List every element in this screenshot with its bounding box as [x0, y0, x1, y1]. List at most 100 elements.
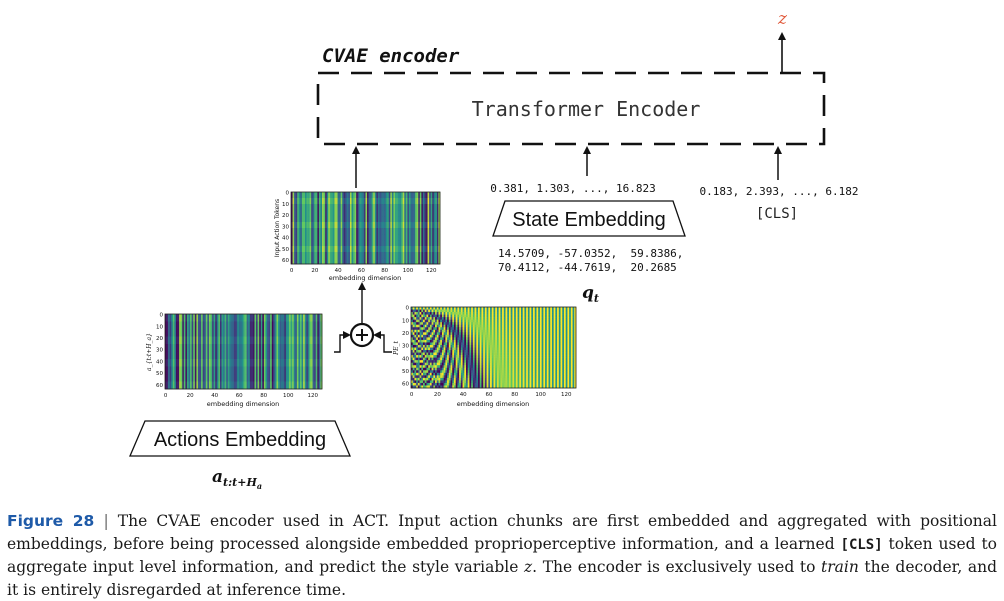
- heatmap-cell: [445, 372, 448, 376]
- heatmap-cell: [436, 312, 439, 315]
- heatmap-cell: [224, 381, 227, 390]
- heatmap-cell: [565, 337, 568, 341]
- heatmap-cell: [308, 222, 310, 229]
- heatmap-cell: [332, 222, 335, 229]
- heatmap-cell: [426, 246, 428, 253]
- heatmap-cell: [427, 216, 430, 223]
- heatmap-cell: [312, 234, 315, 241]
- heatmap-cell: [490, 362, 493, 366]
- heatmap-cell: [435, 319, 438, 323]
- heatmap-cell: [478, 337, 481, 341]
- heatmap-cell: [436, 317, 439, 320]
- heatmap-cell: [503, 357, 506, 361]
- heatmap-cell: [546, 362, 549, 366]
- heatmap-cell: [515, 375, 518, 379]
- heatmap-cell: [329, 222, 332, 229]
- heatmap-cell: [342, 192, 345, 199]
- heatmap-cell: [538, 372, 541, 376]
- heatmap-cell: [298, 344, 301, 352]
- heatmap-cell: [421, 357, 424, 361]
- heatmap-cell: [433, 246, 436, 253]
- heatmap-cell: [545, 317, 548, 320]
- heatmap-cell: [447, 339, 450, 343]
- heatmap-cell: [381, 216, 383, 223]
- heatmap-cell: [290, 344, 293, 352]
- heatmap-cell: [558, 327, 561, 331]
- heatmap-cell: [546, 307, 549, 310]
- heatmap-cell: [407, 216, 410, 223]
- heatmap-cell: [440, 337, 443, 341]
- heatmap-cell: [270, 366, 273, 375]
- heatmap-cell: [443, 352, 446, 356]
- heatmap-cell: [517, 317, 520, 320]
- heatmap-cell: [293, 314, 296, 322]
- heatmap-cell: [548, 327, 551, 331]
- heatmap-cell: [315, 198, 318, 205]
- heatmap-cell: [394, 258, 397, 265]
- heatmap-cell: [271, 381, 274, 390]
- heatmap-cell: [498, 342, 501, 346]
- heatmap-cell: [340, 246, 343, 253]
- heatmap-cell: [466, 322, 469, 326]
- heatmap-cell: [462, 365, 465, 369]
- heatmap-cell: [560, 312, 563, 315]
- heatmap-cell: [438, 198, 441, 205]
- heatmap-cell: [379, 222, 382, 229]
- heatmap-cell: [315, 258, 318, 265]
- heatmap-cell: [317, 222, 320, 229]
- heatmap-cell: [505, 370, 508, 374]
- heatmap-cell: [490, 367, 493, 371]
- heatmap-cell: [438, 319, 441, 323]
- heatmap-cell: [346, 246, 349, 253]
- heatmap-cell: [495, 319, 498, 323]
- heatmap-cell: [284, 366, 287, 375]
- heatmap-cell: [291, 216, 293, 223]
- heatmap-cell: [282, 381, 285, 390]
- heatmap-cell: [505, 314, 508, 318]
- heatmap-cell: [373, 222, 376, 229]
- heatmap-cell: [325, 210, 327, 217]
- heatmap-cell: [533, 322, 536, 326]
- heatmap-cell: [447, 344, 450, 348]
- heatmap-cell: [500, 339, 503, 343]
- heatmap-cell: [471, 334, 474, 338]
- heatmap-cell: [436, 309, 439, 313]
- heatmap-cell: [560, 319, 563, 323]
- heatmap-cell: [328, 192, 331, 199]
- heatmap-cell: [514, 314, 517, 318]
- heatmap-cell: [507, 365, 510, 369]
- heatmap-cell: [278, 336, 280, 345]
- heatmap-cell: [507, 307, 510, 310]
- heatmap-cell: [435, 339, 438, 343]
- heatmap-cell: [545, 337, 548, 341]
- heatmap-cell: [490, 377, 493, 381]
- heatmap-cell: [495, 337, 498, 341]
- heatmap-cell: [471, 370, 474, 374]
- heatmap-cell: [307, 344, 310, 352]
- heatmap-cell: [558, 365, 561, 369]
- heatmap-cell: [291, 246, 293, 253]
- heatmap-cell: [569, 337, 572, 341]
- heatmap-cell: [565, 352, 568, 356]
- heatmap-cell: [282, 359, 285, 367]
- heatmap-cell: [436, 210, 439, 217]
- heatmap-cell: [301, 336, 304, 345]
- heatmap-cell: [303, 210, 306, 217]
- heatmap-cell: [314, 314, 317, 322]
- heatmap-cell: [304, 240, 307, 247]
- heatmap-cell: [460, 362, 463, 366]
- heatmap-cell: [519, 312, 522, 315]
- heatmap-cell: [405, 252, 408, 259]
- heatmap-cell: [478, 307, 481, 310]
- heatmap-cell: [505, 375, 508, 379]
- heatmap-cell: [297, 252, 300, 259]
- heatmap-cell: [476, 344, 479, 348]
- heatmap-cell: [416, 216, 419, 223]
- heatmap-cell: [553, 377, 556, 381]
- heatmap-cell: [337, 210, 340, 217]
- heatmap-cell: [553, 317, 556, 320]
- heatmap-cell: [331, 222, 334, 229]
- heatmap-cell: [326, 204, 329, 211]
- heatmap-cell: [416, 347, 419, 351]
- heatmap-cell: [210, 314, 213, 322]
